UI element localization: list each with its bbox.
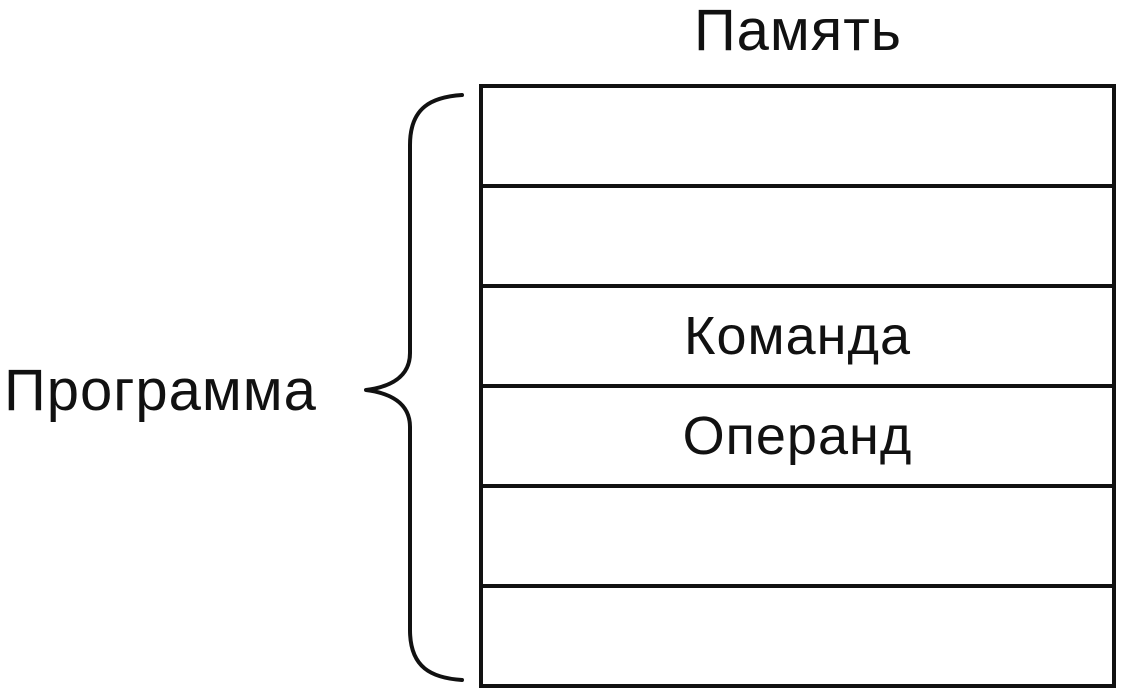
memory-cell-1 [483,88,1112,184]
memory-block: Команда Операнд [479,84,1116,688]
program-brace-icon [364,93,464,682]
memory-cell-command: Команда [483,284,1112,384]
memory-cell-operand: Операнд [483,384,1112,484]
memory-cell-5 [483,484,1112,584]
memory-cell-6 [483,584,1112,684]
memory-title: Память [693,0,902,63]
program-label: Программа [4,358,317,423]
memory-cell-2 [483,184,1112,284]
